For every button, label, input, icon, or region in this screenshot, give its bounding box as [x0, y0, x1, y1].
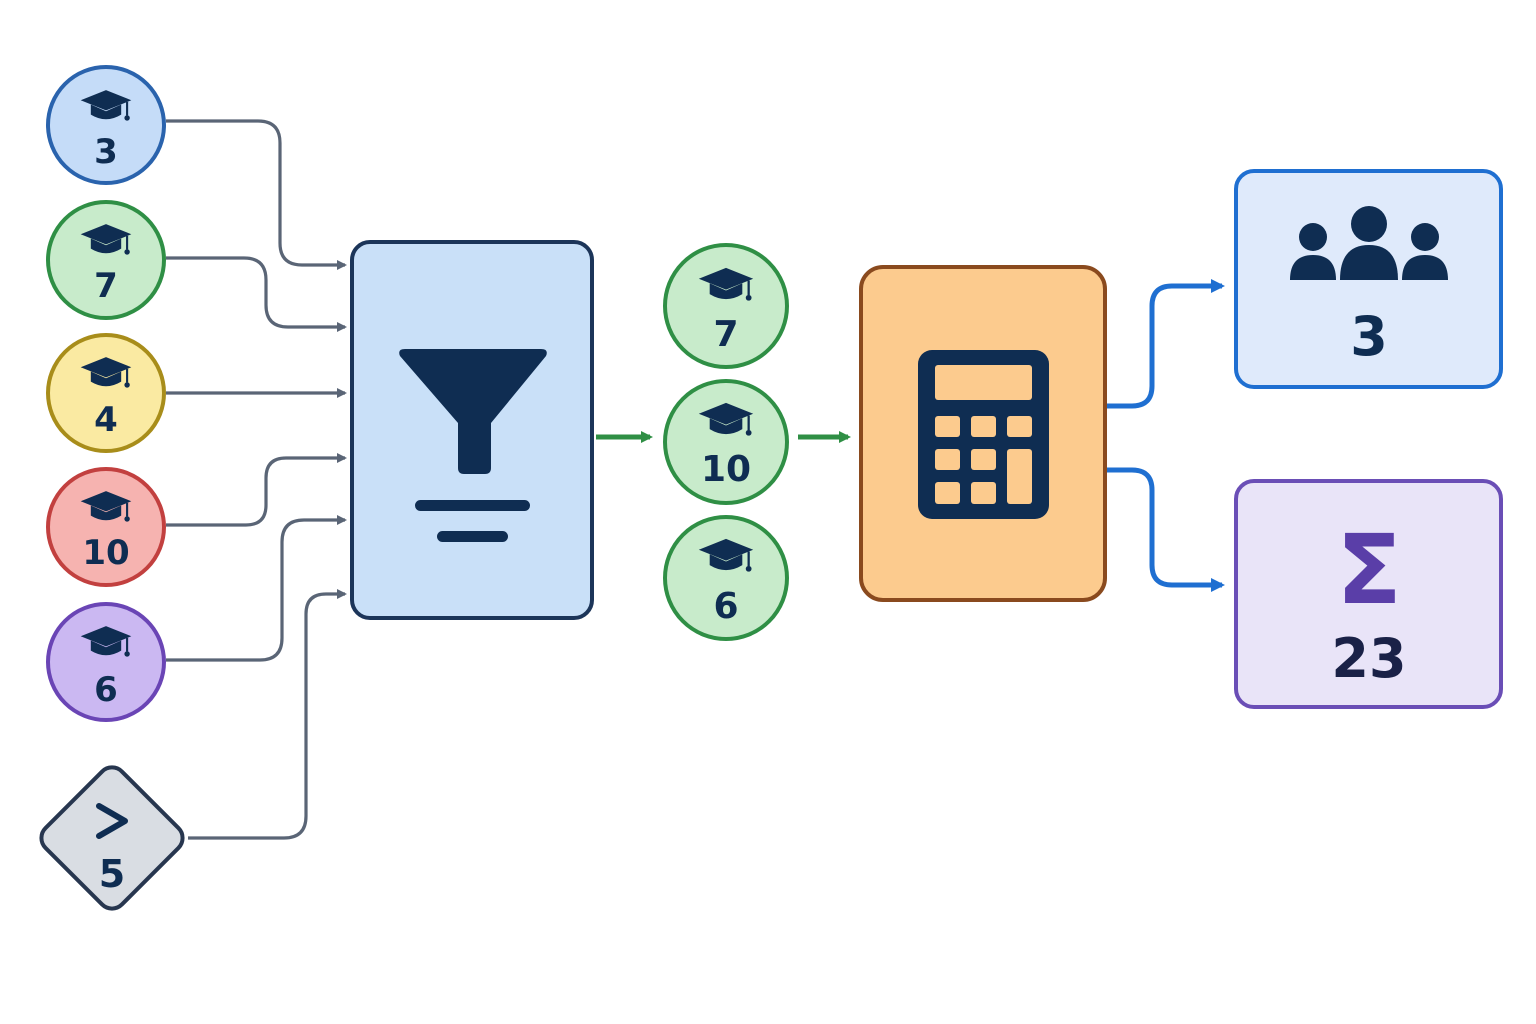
threshold-value: 5: [99, 852, 125, 896]
calculator-icon: [918, 350, 1049, 519]
input-node: 6: [46, 602, 166, 722]
arrow-calculator-to-sum: [1107, 467, 1225, 592]
calculator-node: [859, 265, 1107, 602]
connector-input-5: [166, 515, 347, 662]
connector-input-1: [166, 119, 347, 270]
threshold-node: 5: [39, 765, 185, 911]
arrow-calculator-to-count: [1107, 279, 1225, 409]
connector-input-2: [166, 256, 347, 332]
input-value: 10: [82, 533, 129, 573]
input-node: 4: [46, 333, 166, 453]
sigma-icon: Σ: [1336, 514, 1402, 626]
filter-funnel-icon: [399, 349, 547, 542]
input-value: 4: [94, 400, 118, 440]
count-value: 3: [1350, 305, 1388, 368]
input-node: 10: [46, 467, 166, 587]
input-connectors: [166, 119, 347, 840]
input-value: 7: [94, 266, 118, 306]
filtered-node: 10: [663, 379, 789, 505]
filtered-value: 7: [713, 314, 738, 355]
connector-threshold: [188, 589, 347, 840]
input-node: 7: [46, 200, 166, 320]
filtered-value: 10: [701, 449, 751, 490]
filtered-node: 7: [663, 243, 789, 369]
greater-than-icon: [96, 803, 128, 839]
filtered-node: 6: [663, 515, 789, 641]
filter-node: [350, 240, 594, 620]
sum-output-node: Σ 23: [1234, 479, 1503, 709]
filtered-value: 6: [713, 586, 738, 627]
input-value: 6: [94, 670, 118, 710]
sum-value: 23: [1331, 627, 1406, 690]
input-value: 3: [94, 132, 118, 172]
people-group-icon: [1290, 206, 1448, 280]
connector-input-4: [166, 453, 347, 527]
input-node: 3: [46, 65, 166, 185]
count-output-node: 3: [1234, 169, 1503, 389]
